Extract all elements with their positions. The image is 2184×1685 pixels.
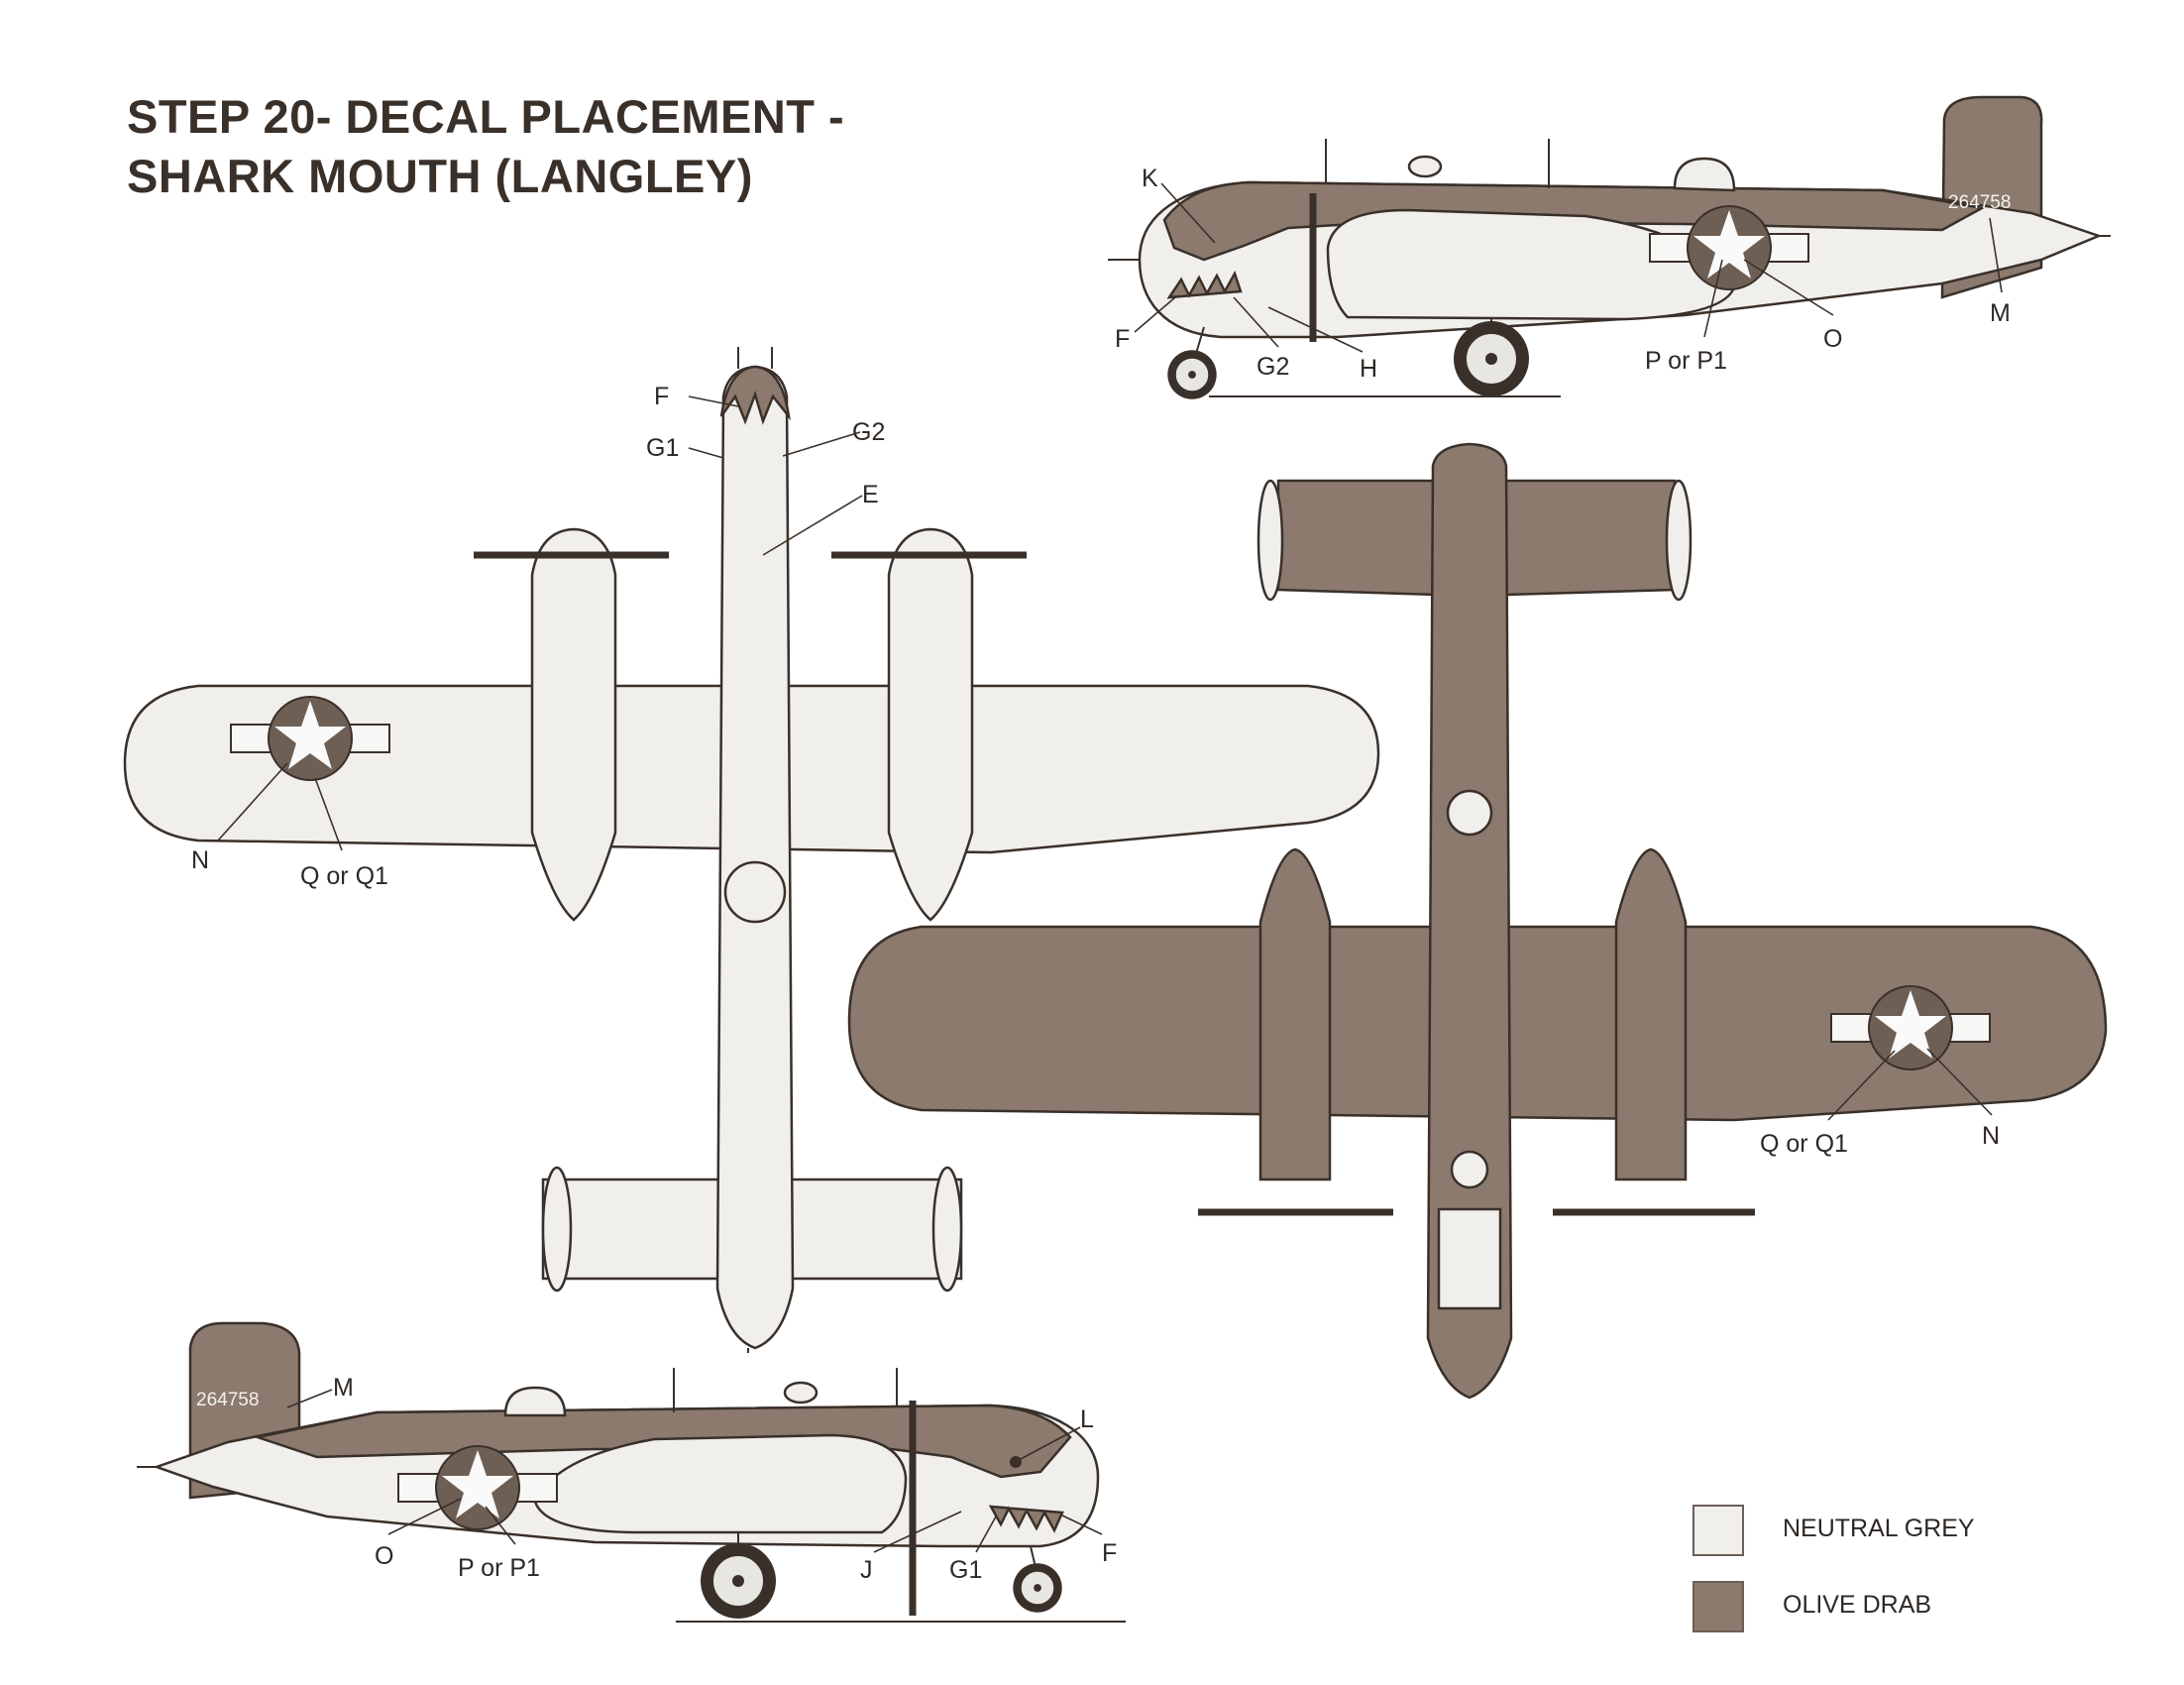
tail-serial: 264758 bbox=[1948, 192, 2011, 213]
label-f: F bbox=[654, 383, 669, 410]
olive-drab-swatch bbox=[1693, 1581, 1744, 1632]
label-n: N bbox=[1982, 1122, 2000, 1150]
label-g1: G1 bbox=[949, 1556, 982, 1584]
label-j: J bbox=[860, 1556, 873, 1584]
label-p-or-p1: P or P1 bbox=[458, 1554, 540, 1582]
shark-mouth-top bbox=[719, 365, 791, 425]
shark-teeth bbox=[988, 1505, 1064, 1533]
label-p-or-p1: P or P1 bbox=[1645, 347, 1727, 375]
main-wheel bbox=[1453, 320, 1530, 397]
nose-wheel bbox=[1012, 1562, 1063, 1614]
label-o: O bbox=[375, 1542, 393, 1570]
label-q-or-q1: Q or Q1 bbox=[1760, 1130, 1848, 1158]
turret bbox=[1673, 157, 1736, 192]
label-h: H bbox=[1360, 355, 1377, 383]
title-line-2: SHARK MOUTH (LANGLEY) bbox=[127, 150, 753, 202]
label-n: N bbox=[191, 846, 209, 874]
main-wheel bbox=[700, 1542, 777, 1620]
olive-drab-label: OLIVE DRAB bbox=[1783, 1591, 1932, 1619]
label-k: K bbox=[1142, 165, 1158, 192]
label-m: M bbox=[333, 1374, 354, 1402]
label-g2: G2 bbox=[852, 418, 885, 446]
tail-serial: 264758 bbox=[196, 1390, 259, 1410]
neutral-grey-label: NEUTRAL GREY bbox=[1783, 1515, 1975, 1542]
nose-wheel bbox=[1166, 349, 1218, 400]
label-o: O bbox=[1823, 325, 1842, 353]
neutral-grey-swatch bbox=[1693, 1505, 1744, 1556]
title-line-1: STEP 20- DECAL PLACEMENT - bbox=[127, 90, 845, 143]
fuselage bbox=[715, 365, 795, 1350]
label-f: F bbox=[1102, 1539, 1117, 1567]
nacelle-right bbox=[887, 527, 974, 922]
label-m: M bbox=[1990, 299, 2011, 327]
label-q-or-q1: Q or Q1 bbox=[300, 862, 388, 890]
nacelle-right bbox=[1614, 847, 1688, 1181]
side-view-left: 264758 M L O P or P1 J G1 F bbox=[137, 1321, 1126, 1623]
nacelle-left bbox=[1258, 847, 1332, 1181]
label-f: F bbox=[1115, 325, 1130, 353]
label-e: E bbox=[862, 481, 879, 508]
fuselage bbox=[1426, 442, 1513, 1400]
label-g2: G2 bbox=[1256, 353, 1289, 381]
nacelle-left bbox=[530, 527, 617, 922]
page-title: STEP 20- DECAL PLACEMENT - SHARK MOUTH (… bbox=[127, 87, 844, 206]
top-view: F G1 G2 E N Q or Q1 bbox=[123, 347, 1380, 1353]
label-l: L bbox=[1080, 1405, 1094, 1433]
shark-teeth bbox=[1166, 270, 1243, 299]
bottom-view: Q or Q1 N bbox=[847, 442, 2108, 1400]
turret bbox=[503, 1386, 567, 1417]
side-view-right: 264758 K F G2 H P or P1 O M bbox=[1108, 95, 2111, 400]
label-g1: G1 bbox=[646, 434, 679, 462]
